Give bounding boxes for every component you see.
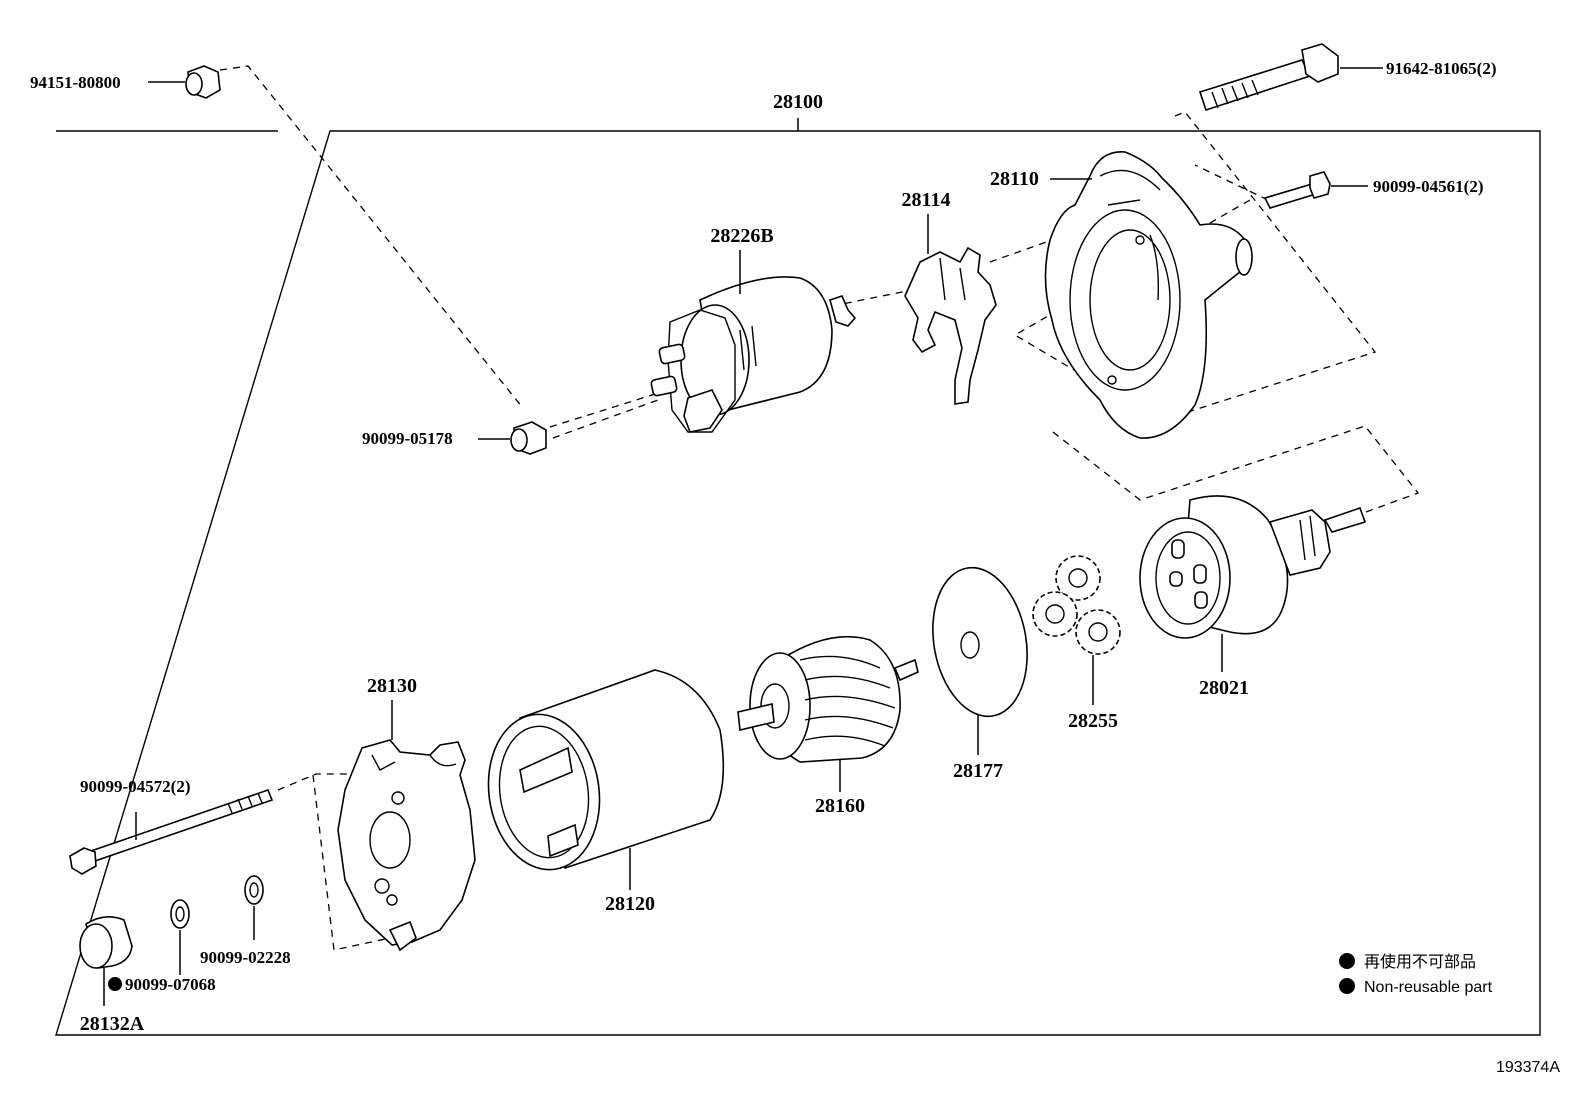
non-reusable-dot-icon [108,977,122,991]
plate-icon: 28177 [932,566,1028,782]
label-solenoid: 28226B [710,225,773,247]
figure-id: 193374A [1496,1059,1560,1076]
label-nut-solenoid: 90099-05178 [362,429,453,448]
nut-top-icon: 94151-80800 [30,65,221,99]
label-through-bolt: 90099-04572(2) [80,777,190,796]
label-screw-right: 90099-04561(2) [1373,177,1483,196]
solenoid-icon: 28226B [650,225,857,433]
assembly-number: 28100 [773,91,823,113]
washer-a-icon: 90099-02228 [200,875,291,967]
label-gears: 28255 [1068,710,1118,732]
housing-icon: 28110 [990,151,1253,439]
end-frame-icon: 28130 [337,675,476,952]
legend-line-2: Non-reusable part [1364,979,1493,996]
label-plate: 28177 [953,760,1003,782]
non-reusable-dot-icon [1339,953,1355,969]
label-lever: 28114 [902,189,951,211]
label-cap: 28132A [80,1013,145,1035]
through-bolt-icon: 90099-04572(2) [69,777,274,875]
gears-icon: 28255 [1032,555,1121,732]
armature-icon: 28160 [737,635,919,817]
non-reusable-dot-icon [1339,978,1355,994]
label-armature: 28160 [815,795,865,817]
screw-right-icon: 90099-04561(2) [1263,171,1483,209]
assembly-frame: 28100 [55,91,1541,1036]
nut-solenoid-icon: 90099-05178 [362,421,547,455]
label-end-frame: 28130 [367,675,417,697]
cap-icon: 28132A [79,916,145,1035]
label-bolt-top: 91642-81065(2) [1386,59,1496,78]
label-washer-a: 90099-02228 [200,948,291,967]
yoke-icon: 28120 [487,669,725,915]
lever-icon: 28114 [902,189,997,405]
label-washer-b: 90099-07068 [125,975,216,994]
label-nut-top: 94151-80800 [30,73,121,92]
legend-line-1: 再使用不可部品 [1364,953,1476,971]
bolt-top-icon: 91642-81065(2) [1198,43,1496,112]
label-clutch: 28021 [1199,677,1249,699]
legend: 再使用不可部品 Non-reusable part [1339,953,1493,996]
label-yoke: 28120 [605,893,655,915]
washer-b-icon: 90099-07068 [108,899,216,994]
clutch-icon: 28021 [1139,495,1367,699]
label-housing: 28110 [990,168,1039,190]
